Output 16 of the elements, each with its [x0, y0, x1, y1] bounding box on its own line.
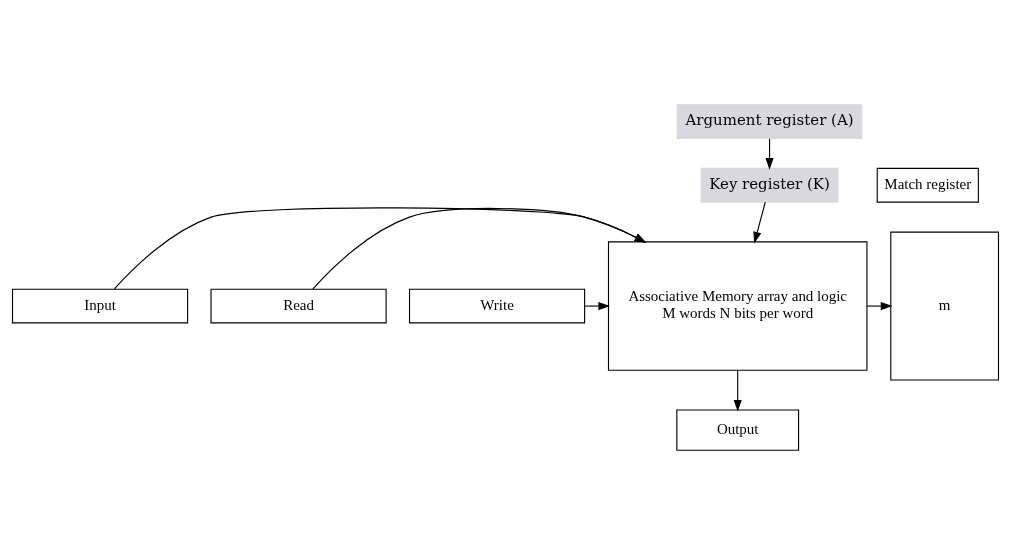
arrow — [753, 201, 766, 244]
node-box: Key register (K) — [700, 167, 839, 203]
node-box: Read — [210, 288, 387, 324]
arrow — [584, 302, 611, 311]
node-box: m — [890, 231, 1000, 381]
arrow — [312, 207, 647, 290]
arrow — [866, 302, 893, 311]
arrow — [113, 207, 647, 290]
node-box: Associative Memory array and logic M words N bits per word — [607, 241, 868, 371]
arrow — [765, 138, 774, 170]
node-box: Match register — [876, 167, 979, 203]
node-box: Write — [408, 288, 586, 324]
node-box: Argument register (A) — [676, 104, 863, 139]
node-box: Input — [11, 288, 189, 324]
node-box: Output — [676, 409, 800, 451]
arrow — [733, 369, 742, 412]
